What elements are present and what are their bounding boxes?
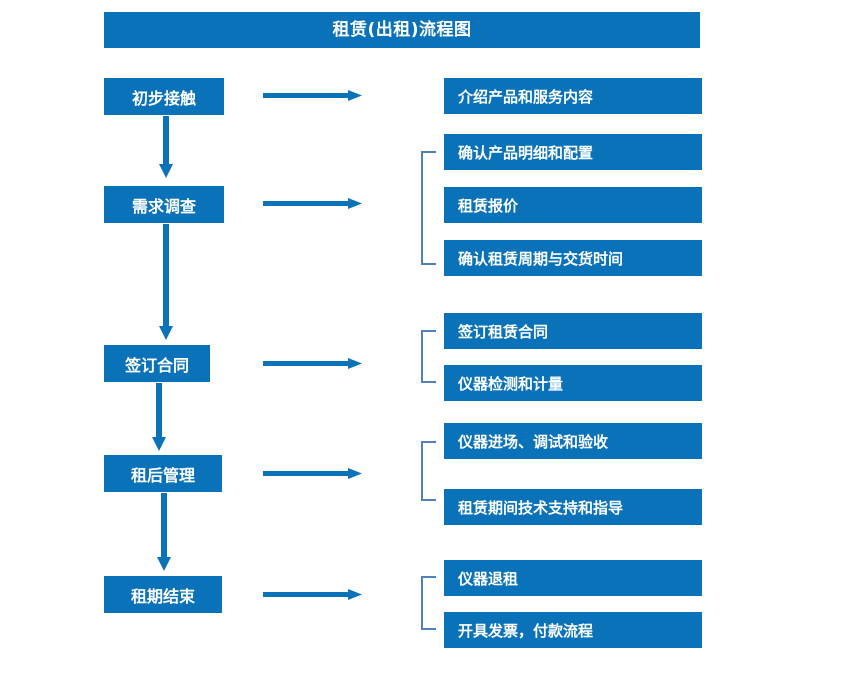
diagram-title-bar: 租赁(出租)流程图 [104,12,700,48]
stage-box-4: 租后管理 [104,455,222,492]
detail-box-4: 确认租赁周期与交货时间 [444,240,702,276]
group-bracket-2 [421,330,436,383]
group-bracket-3 [421,441,436,501]
stage-label-2: 需求调查 [131,196,196,216]
horizontal-arrow-5 [263,589,362,600]
group-bracket-4 [421,576,436,630]
detail-box-2: 确认产品明细和配置 [444,134,702,170]
page-title: 租赁(出租)流程图 [332,19,472,40]
horizontal-arrow-3 [263,358,362,369]
stage-label-5: 租期结束 [130,586,195,606]
detail-label-4: 确认租赁周期与交货时间 [458,249,624,268]
detail-label-2: 确认产品明细和配置 [458,143,594,162]
stage-box-3: 签订合同 [104,345,210,382]
detail-label-3: 租赁报价 [458,196,519,215]
stage-label-3: 签订合同 [124,355,189,375]
detail-box-5: 签订租赁合同 [444,313,702,349]
stage-box-2: 需求调查 [104,186,224,223]
detail-box-10: 开具发票，付款流程 [444,612,702,648]
vertical-arrow-1 [159,116,173,178]
vertical-arrow-2 [159,224,173,340]
stage-box-5: 租期结束 [104,576,222,613]
detail-box-8: 租赁期间技术支持和指导 [444,489,702,525]
horizontal-arrow-2 [263,198,362,209]
stage-label-4: 租后管理 [130,465,195,485]
group-bracket-1 [421,151,436,265]
vertical-arrow-3 [152,383,166,451]
detail-box-6: 仪器检测和计量 [444,365,702,401]
horizontal-arrow-1 [263,90,362,101]
vertical-arrow-4 [157,493,171,571]
detail-label-5: 签订租赁合同 [458,322,549,341]
detail-box-1: 介绍产品和服务内容 [444,78,702,114]
detail-label-1: 介绍产品和服务内容 [458,87,594,106]
detail-box-3: 租赁报价 [444,187,702,223]
detail-label-10: 开具发票，付款流程 [458,621,594,640]
detail-box-9: 仪器退租 [444,560,702,596]
horizontal-arrow-4 [263,468,362,479]
detail-box-7: 仪器进场、调试和验收 [444,423,702,459]
detail-label-7: 仪器进场、调试和验收 [458,432,609,451]
stage-label-1: 初步接触 [131,88,196,108]
stage-box-1: 初步接触 [104,78,224,115]
detail-label-6: 仪器检测和计量 [458,374,564,393]
detail-label-8: 租赁期间技术支持和指导 [458,498,624,517]
detail-label-9: 仪器退租 [458,569,519,588]
